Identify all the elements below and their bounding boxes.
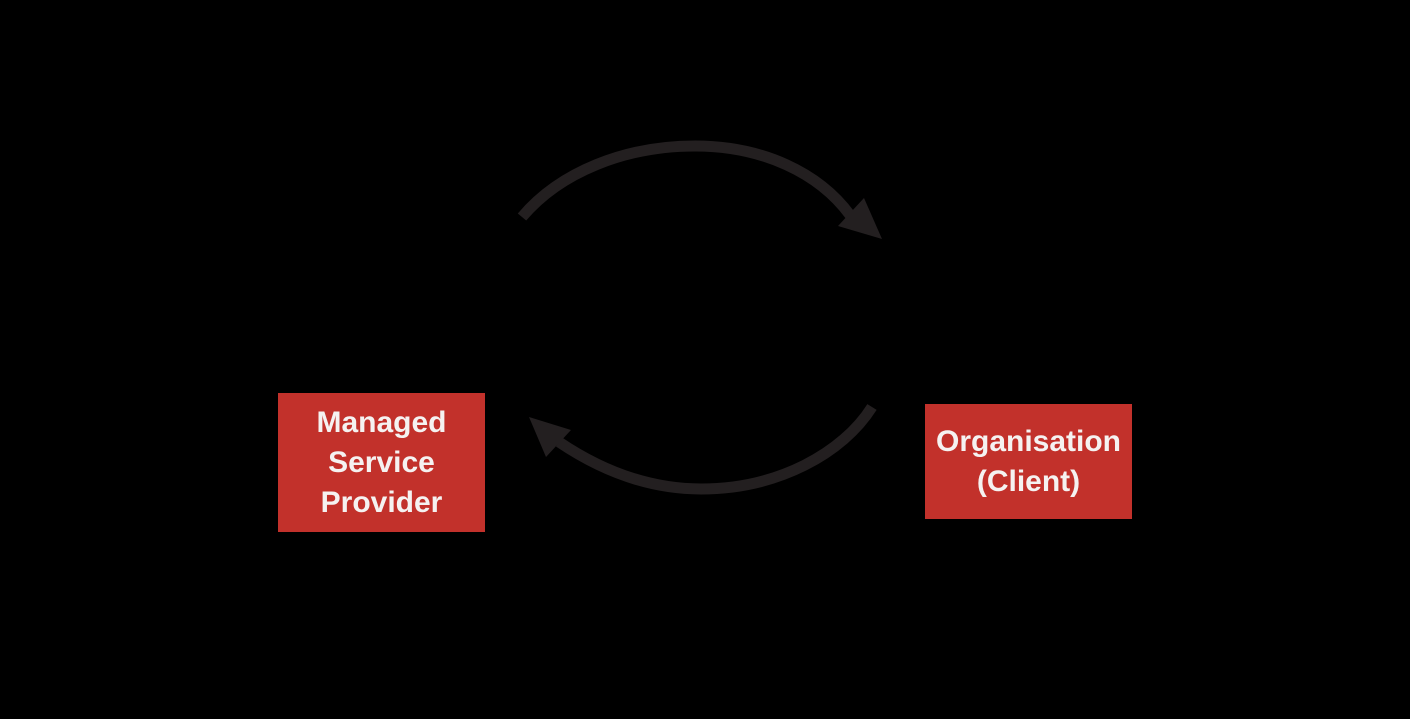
node-organisation-client: Organisation (Client)	[925, 404, 1132, 519]
node-managed-service-provider: Managed Service Provider	[278, 393, 485, 532]
arrowhead-msp-to-client-icon	[838, 198, 882, 239]
node-msp-label-line-2: Service	[328, 445, 435, 479]
node-client-label-line-2: (Client)	[976, 464, 1081, 498]
arrow-msp-to-client	[517, 140, 855, 221]
node-msp-label-line-1: Managed	[316, 405, 447, 439]
arrowhead-client-to-msp-icon	[529, 417, 571, 457]
node-client-label-line-1: Organisation	[935, 424, 1122, 458]
arrow-client-to-msp	[555, 404, 877, 495]
node-msp-label-line-3: Provider	[320, 485, 443, 519]
